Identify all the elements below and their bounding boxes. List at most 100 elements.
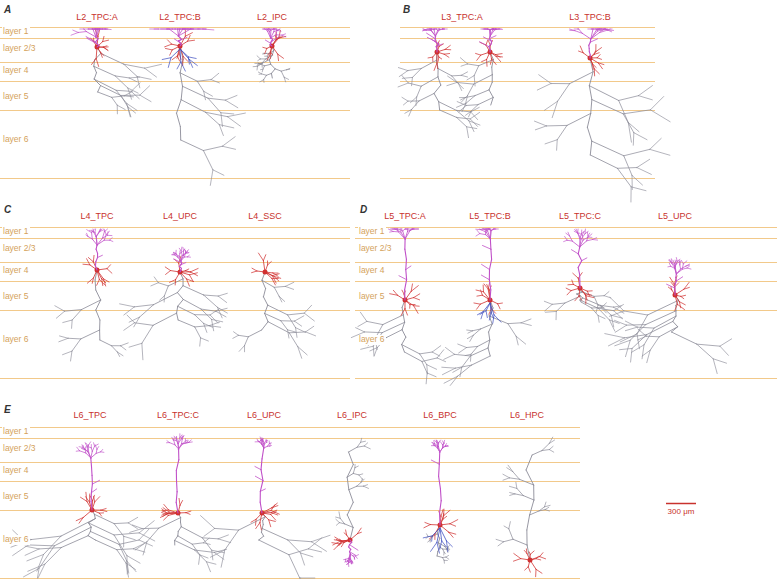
axon-collateral: [68, 338, 81, 340]
axon-collateral: [100, 340, 112, 346]
basal-dendrite: [437, 542, 440, 553]
axon-collateral: [631, 187, 646, 191]
apical-tuft: [270, 445, 272, 447]
axon-collateral: [300, 578, 301, 579]
apical-dendrite: [675, 281, 676, 285]
axon: [262, 322, 268, 330]
axon-collateral: [336, 519, 340, 522]
axon-collateral: [139, 529, 149, 540]
axon: [183, 279, 184, 286]
axon-collateral: [461, 72, 467, 75]
axon-collateral: [556, 303, 565, 311]
axon-collateral: [126, 563, 129, 577]
axon-collateral: [537, 83, 551, 90]
basal-dendrite: [162, 58, 171, 60]
axon-collateral: [204, 295, 219, 296]
apical-tuft: [568, 232, 570, 236]
basal-dendrite: [482, 59, 487, 61]
axon-collateral: [479, 60, 494, 66]
axon-collateral: [145, 64, 162, 68]
basal-dendrite: [446, 541, 447, 552]
soma: [348, 538, 353, 543]
axon-collateral: [117, 550, 126, 563]
axon: [99, 330, 100, 340]
basal-dendrite: [107, 265, 111, 269]
apical-tuft: [593, 29, 597, 30]
basal-dendrite: [96, 58, 98, 66]
basal-dendrite: [681, 295, 686, 296]
axon-collateral: [222, 146, 235, 149]
axon-collateral: [203, 543, 210, 545]
axon-collateral: [195, 326, 209, 327]
apical-tuft: [675, 268, 677, 274]
axon-collateral: [117, 105, 125, 109]
axon-collateral: [28, 544, 54, 546]
axon-collateral: [266, 73, 271, 75]
axon-collateral: [444, 376, 458, 383]
axon-collateral: [296, 328, 306, 333]
axon-collateral: [642, 350, 650, 356]
axon-collateral: [357, 482, 362, 486]
axon-collateral: [205, 112, 219, 124]
axon: [673, 316, 676, 321]
axon: [492, 75, 493, 83]
basal-dendrite: [95, 497, 100, 502]
apical-tuft: [351, 561, 353, 564]
apical-tuft: [154, 29, 158, 30]
apical-tuft: [679, 265, 681, 269]
apical-tuft: [348, 558, 349, 562]
axon-collateral: [445, 347, 454, 354]
axon-collateral: [697, 344, 713, 359]
apical-dendrite: [91, 475, 92, 484]
apical-tuft: [268, 446, 270, 447]
apical-tuft: [436, 440, 437, 442]
axon-collateral: [452, 75, 461, 77]
apical-tuft: [681, 266, 686, 269]
basal-dendrite: [414, 294, 420, 298]
basal-dendrite: [269, 520, 276, 522]
apical-tuft: [482, 229, 484, 230]
apical-tuft: [433, 443, 435, 446]
axon-collateral: [386, 330, 402, 338]
axon-collateral: [638, 329, 646, 336]
axon-collateral: [535, 126, 546, 130]
apical-tuft: [94, 443, 95, 446]
apical-tuft: [86, 443, 88, 446]
axon-collateral: [422, 361, 427, 373]
apical-tuft: [440, 447, 443, 452]
apical-tuft: [493, 29, 494, 30]
axon-collateral: [507, 468, 513, 472]
basal-dendrite: [476, 53, 481, 55]
axon-collateral: [265, 313, 281, 320]
axon-collateral: [90, 531, 119, 544]
apical-dendrite: [439, 452, 441, 464]
axon: [587, 127, 591, 141]
basal-dendrite: [450, 524, 456, 526]
axon-collateral: [129, 77, 140, 79]
axon: [489, 90, 493, 98]
axon-collateral: [542, 443, 549, 450]
apical-tuft: [86, 453, 91, 458]
basal-dendrite: [681, 296, 684, 298]
basal-dendrite: [164, 515, 169, 520]
axon-collateral: [123, 536, 124, 547]
apical-tuft: [101, 449, 103, 451]
axon-collateral: [142, 343, 143, 359]
layer-boundary: [0, 62, 350, 63]
axon: [95, 280, 97, 290]
apical-tuft: [101, 451, 104, 452]
apical-tuft: [92, 446, 94, 451]
axon: [180, 522, 182, 527]
apical-tuft: [487, 229, 489, 231]
axon-collateral: [650, 337, 659, 351]
axon-collateral: [124, 536, 136, 540]
axon-collateral: [373, 346, 375, 355]
basal-dendrite: [670, 277, 675, 284]
apical-tuft: [91, 29, 95, 30]
axon-collateral: [212, 550, 213, 560]
basal-dendrite: [93, 255, 95, 261]
axon-collateral: [288, 330, 289, 338]
axon-collateral: [510, 493, 515, 494]
